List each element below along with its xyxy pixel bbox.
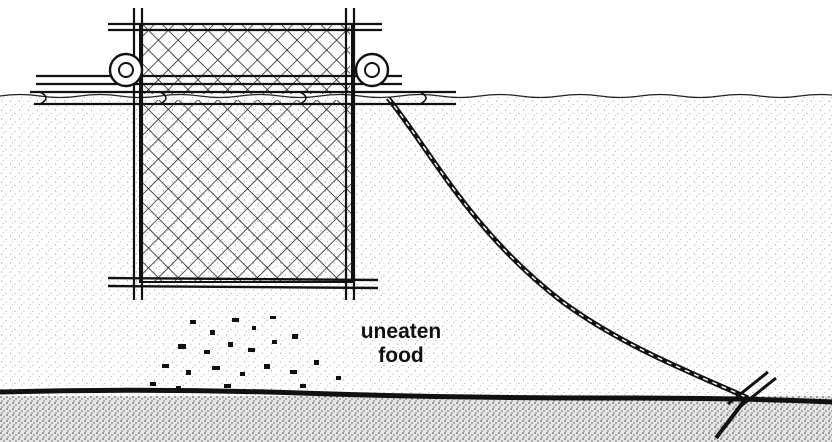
bottom-line xyxy=(0,387,832,405)
cage-net-lower xyxy=(140,100,352,282)
uneaten-food-particles xyxy=(150,316,341,390)
cage-bottom-bar xyxy=(107,276,379,290)
cage-net-upper xyxy=(140,24,350,94)
cage-pole-right xyxy=(344,8,356,300)
mooring-rope-inner xyxy=(387,97,749,399)
sediment-bed xyxy=(0,396,832,442)
raft-frame xyxy=(30,74,456,106)
float-right-icon xyxy=(354,52,390,88)
uneaten-label-line1: uneaten xyxy=(360,320,442,343)
cage-top-bar xyxy=(108,22,382,32)
float-left-icon xyxy=(108,52,144,88)
anchor-stake-icon xyxy=(714,370,777,440)
water-body xyxy=(0,96,832,396)
uneaten-label-line2: food xyxy=(378,344,424,367)
raft-lashing xyxy=(39,91,427,105)
